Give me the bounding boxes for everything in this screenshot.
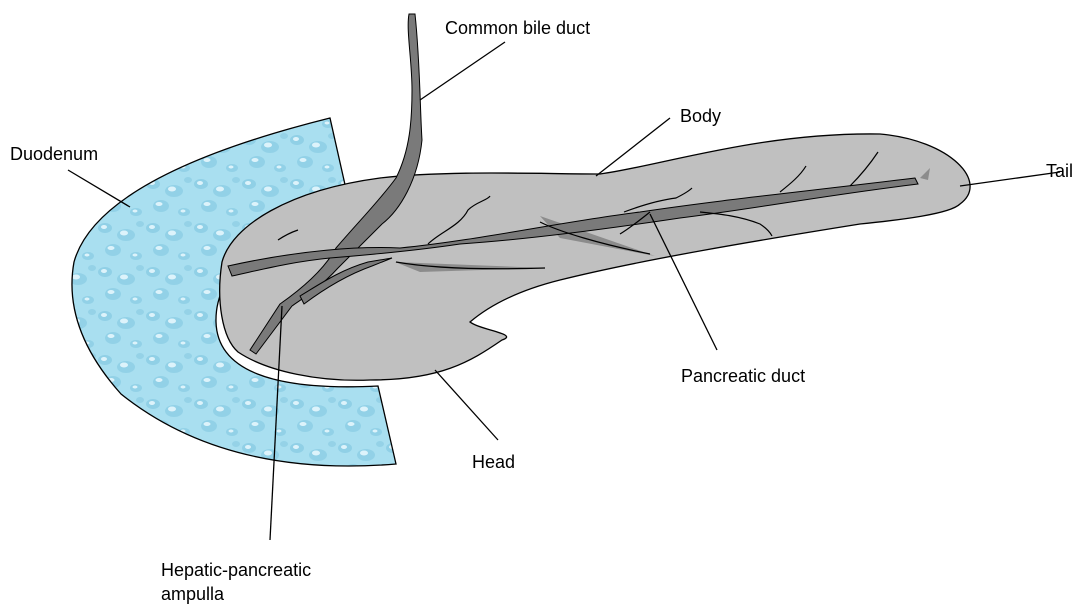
leader-common-bile-duct xyxy=(420,42,505,100)
label-duodenum: Duodenum xyxy=(10,144,98,164)
label-body: Body xyxy=(680,106,721,126)
label-tail: Tail xyxy=(1046,161,1073,181)
leader-head xyxy=(435,370,498,440)
leader-tail xyxy=(960,172,1060,186)
label-head: Head xyxy=(472,452,515,472)
label-ampulla-line1: Hepatic-pancreatic xyxy=(161,560,311,580)
leader-duodenum xyxy=(68,170,130,207)
label-ampulla-line2: ampulla xyxy=(161,584,225,604)
label-pancreatic-duct: Pancreatic duct xyxy=(681,366,805,386)
label-common-bile-duct: Common bile duct xyxy=(445,18,590,38)
